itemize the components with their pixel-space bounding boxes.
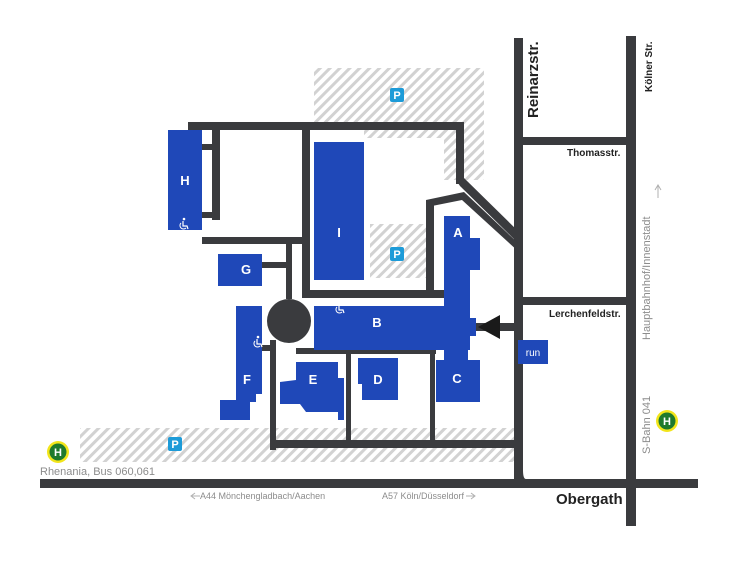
- buildings: [168, 130, 548, 420]
- building-d[interactable]: [358, 358, 398, 400]
- direction-a44: A44 Mönchengladbach/Aachen: [190, 491, 325, 501]
- road-reinarzstr-curve: [514, 460, 530, 482]
- street-label-koelner-str: Kölner Str.: [644, 41, 655, 92]
- building-b[interactable]: [314, 296, 476, 350]
- road-i-bottom: [302, 290, 444, 298]
- road-thomasstr: [516, 137, 630, 145]
- road-diagonal: [456, 178, 519, 244]
- building-i-label: I: [337, 225, 341, 240]
- bus-stop-label: H: [54, 447, 62, 459]
- direction-a57: A57 Köln/Düsseldorf: [382, 491, 476, 501]
- building-d-label: D: [373, 372, 382, 387]
- building-e-label: E: [309, 372, 318, 387]
- road-koelner-str: [626, 36, 636, 526]
- building-a-label: A: [453, 225, 463, 240]
- parking-badge-label: P: [393, 90, 400, 102]
- arrow-right-icon: [466, 492, 476, 500]
- road-d-vert-2: [430, 340, 435, 444]
- building-g[interactable]: [218, 254, 262, 286]
- parking-badge-north: P: [390, 88, 404, 102]
- road-h-frame-top: [188, 122, 216, 130]
- street-label-obergath: Obergath: [556, 491, 623, 508]
- road-left-vertical: [426, 200, 434, 298]
- road-g-connector: [262, 262, 288, 268]
- road-top-inner: [302, 122, 310, 298]
- road-reinarzstr: [514, 38, 523, 483]
- road-top: [188, 122, 464, 130]
- street-label-thomasstr: Thomasstr.: [567, 148, 621, 159]
- roads: [40, 36, 698, 526]
- building-a[interactable]: [444, 216, 480, 296]
- street-label-s-bahn: S-Bahn 041: [641, 396, 653, 454]
- building-i[interactable]: [314, 142, 364, 280]
- building-b-label: B: [372, 315, 381, 330]
- road-roundabout-down: [270, 340, 276, 450]
- street-label-lerchenfeldstr: Lerchenfeldstr.: [549, 309, 621, 320]
- building-h[interactable]: [168, 130, 202, 230]
- road-lerchenfeldstr: [516, 297, 630, 305]
- road-f-link: [262, 345, 276, 351]
- bus-stop-label: H: [663, 416, 671, 428]
- direction-label-a57: A57 Köln/Düsseldorf: [382, 491, 465, 501]
- road-mid: [202, 237, 302, 244]
- direction-hauptbahnhof: Hauptbahnhof/Innenstadt: [641, 184, 662, 340]
- direction-label-a44: A44 Mönchengladbach/Aachen: [200, 491, 325, 501]
- road-h-frame-right: [212, 122, 220, 220]
- road-obergath: [40, 479, 698, 488]
- parking-badge-label: P: [393, 249, 400, 261]
- road-vertical-g: [286, 237, 292, 299]
- building-run[interactable]: [518, 340, 548, 364]
- building-g-label: G: [241, 262, 251, 277]
- direction-label-hauptbahnhof: Hauptbahnhof/Innenstadt: [641, 216, 653, 340]
- bus-stop-rhenania: H: [47, 441, 69, 463]
- building-c[interactable]: [436, 336, 480, 402]
- arrow-up-icon: [654, 184, 662, 198]
- road-right-loop: [456, 122, 464, 184]
- road-h-right-connector: [196, 144, 216, 150]
- road-h-right-connector-2: [196, 212, 216, 218]
- street-label-rhenania: Rhenania, Bus 060,061: [40, 466, 155, 478]
- building-f[interactable]: [220, 306, 262, 420]
- building-run-label: run: [526, 348, 540, 359]
- bus-stop-s-bahn: H: [656, 410, 678, 432]
- parking-badge-center: P: [390, 247, 404, 261]
- road-diagonal-2: [426, 192, 519, 252]
- parking-badge-south: P: [168, 437, 182, 451]
- entrance-arrow-icon: [478, 315, 500, 339]
- building-f-label: F: [243, 372, 251, 387]
- road-d-row: [296, 348, 436, 354]
- road-d-vert-1: [346, 348, 351, 444]
- building-h-label: H: [180, 173, 189, 188]
- building-c-label: C: [452, 371, 462, 386]
- street-label-reinarzstr: Reinarzstr.: [525, 41, 542, 118]
- arrow-left-icon: [190, 492, 200, 500]
- road-bottom: [270, 440, 516, 448]
- building-e[interactable]: [280, 362, 344, 420]
- parking-badge-label: P: [171, 439, 178, 451]
- roundabout: [267, 299, 311, 343]
